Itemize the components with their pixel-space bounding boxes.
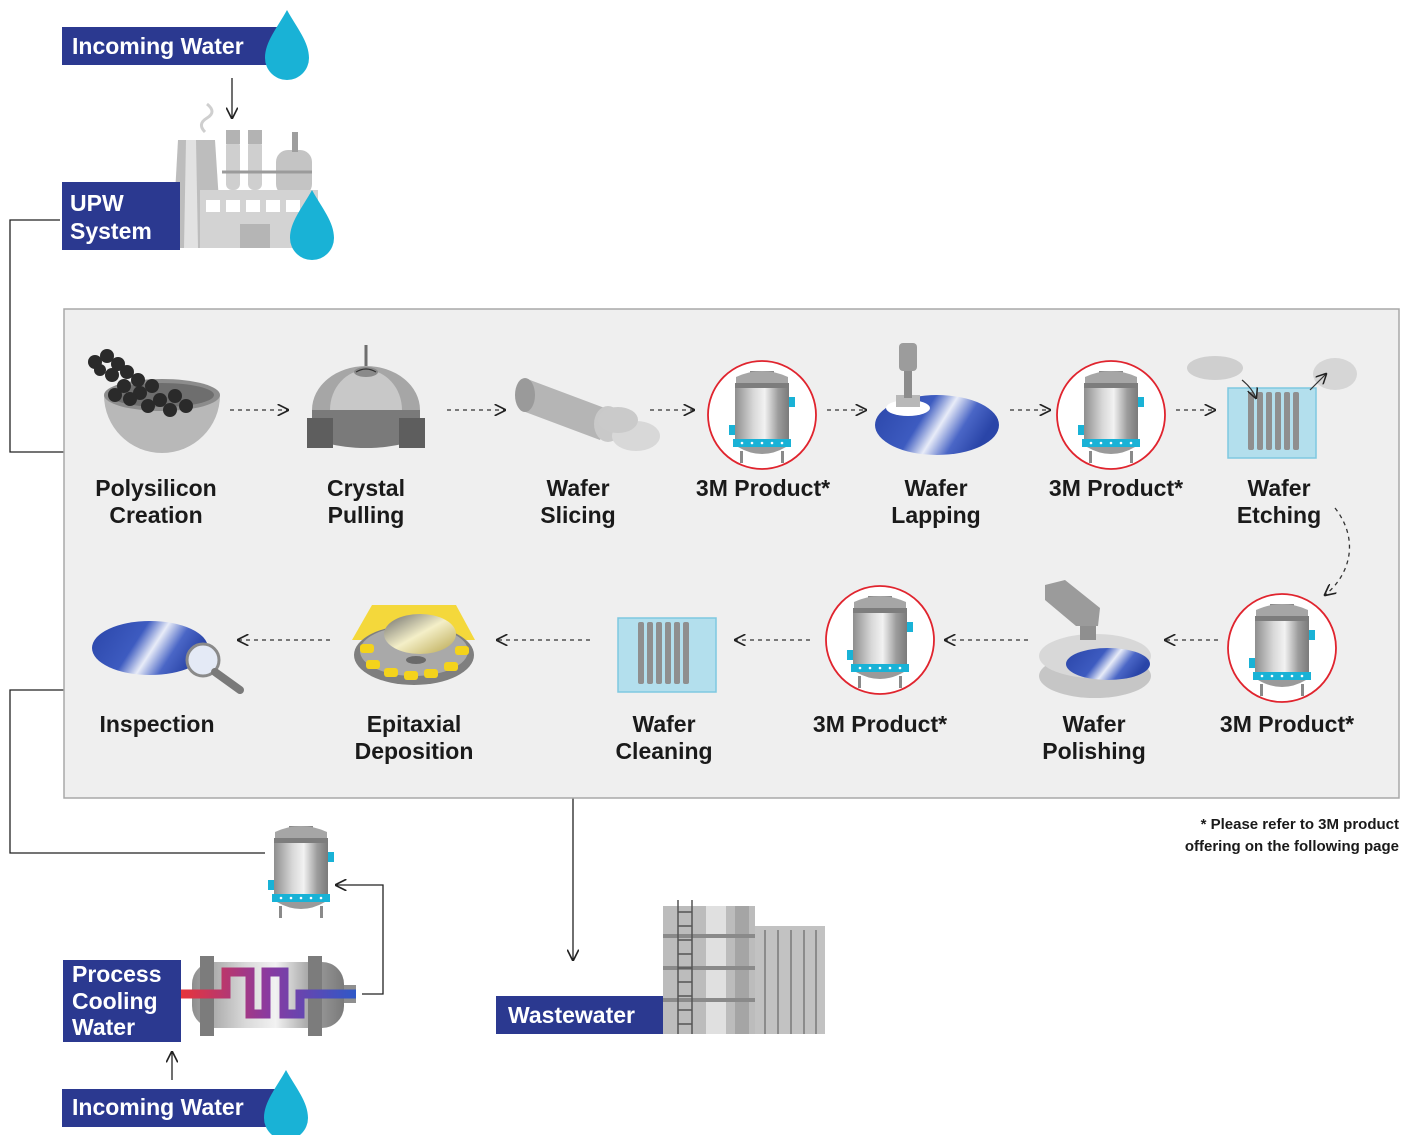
step-3m-product-3: 3M Product* [1220,593,1354,737]
process-cooling-water: Process Cooling Water [63,956,356,1042]
step-epitaxial-deposition: Epitaxial Deposition [352,605,475,764]
step-inspection: Inspection [92,621,244,737]
step-product-2-label: 3M Product* [1049,475,1183,501]
step-crystal-pulling: Crystal Pulling [307,345,425,528]
step-inspection-label: Inspection [99,711,214,737]
step-polishing-label-line2: Polishing [1042,738,1146,764]
ingot-slicing-icon [515,378,660,451]
step-3m-product-1: 3M Product* [696,360,830,501]
incoming-water-top-label: Incoming Water [72,33,244,59]
cooling-filter-vessel-icon [268,826,334,918]
footnote-line1: * Please refer to 3M product [1201,816,1399,833]
step-wafer-lapping: Wafer Lapping [875,343,999,528]
step-polishing-label-line1: Wafer [1062,711,1125,737]
step-product-1-label: 3M Product* [696,475,830,501]
incoming-water-bottom: Incoming Water [62,1070,308,1135]
upw-system: UPW System [62,102,334,260]
wastewater-label-bg [496,996,663,1034]
row1-flow-arrows [230,410,1351,595]
step-etching-label-line2: Etching [1237,502,1321,528]
step-wafer-cleaning: Wafer Cleaning [615,617,717,764]
cooling-label-line1: Process [72,961,162,987]
incoming-water-top-label-bg [62,27,288,65]
step-slicing-label-line1: Wafer [546,475,609,501]
step-polysilicon-label-line2: Creation [109,502,202,528]
footnote-line2: offering on the following page [1185,838,1399,855]
step-polysilicon-label-line1: Polysilicon [95,475,216,501]
water-drop-icon [265,10,309,80]
cleaning-bath-icon [617,617,717,693]
cooling-label-line3: Water [72,1014,135,1040]
wastewater-label: Wastewater [508,1002,635,1028]
step-wafer-etching: Wafer Etching [1187,356,1357,528]
wastewater-plant-icon [663,900,825,1034]
polishing-machine-icon [1039,580,1151,698]
step-crystal-label-line2: Pulling [328,502,405,528]
heat-exchanger-icon [180,956,356,1036]
cooling-label-line2: Cooling [72,988,158,1014]
step-slicing-label-line2: Slicing [540,502,615,528]
step-cleaning-label-line2: Cleaning [615,738,712,764]
connector-lines [9,78,573,1080]
cooling-label-bg [63,960,181,1042]
upw-system-label-line2: System [70,218,152,244]
step-product-3-label: 3M Product* [1220,711,1354,737]
step-crystal-label-line1: Crystal [327,475,405,501]
step-etching-label-line1: Wafer [1247,475,1310,501]
lapping-machine-icon [875,343,999,455]
step-3m-product-2: 3M Product* [1049,360,1183,501]
step-lapping-label-line1: Wafer [904,475,967,501]
step-lapping-label-line2: Lapping [891,502,980,528]
step-epitaxial-label-line2: Deposition [355,738,474,764]
polysilicon-bowl-icon [88,349,220,453]
step-cleaning-label-line1: Wafer [632,711,695,737]
incoming-water-top: Incoming Water [62,10,309,80]
water-drop-icon [264,1070,308,1135]
epitaxial-reactor-icon [352,605,475,685]
factory-icon [172,102,318,248]
etching-bath-icon [1187,356,1357,459]
step-product-4-label: 3M Product* [813,711,947,737]
step-wafer-polishing: Wafer Polishing [1039,580,1151,764]
step-3m-product-4: 3M Product* [813,585,947,737]
incoming-water-bottom-label-bg [62,1089,288,1127]
step-polysilicon-creation: Polysilicon Creation [88,349,220,528]
crystal-furnace-icon [307,345,425,448]
inspection-wafer-icon [92,621,244,694]
incoming-water-bottom-label: Incoming Water [72,1094,244,1120]
wastewater: Wastewater [496,900,825,1034]
upw-system-label-line1: UPW [70,190,124,216]
step-wafer-slicing: Wafer Slicing [515,378,660,528]
upw-system-label-bg [62,182,180,250]
step-epitaxial-label-line1: Epitaxial [367,711,462,737]
